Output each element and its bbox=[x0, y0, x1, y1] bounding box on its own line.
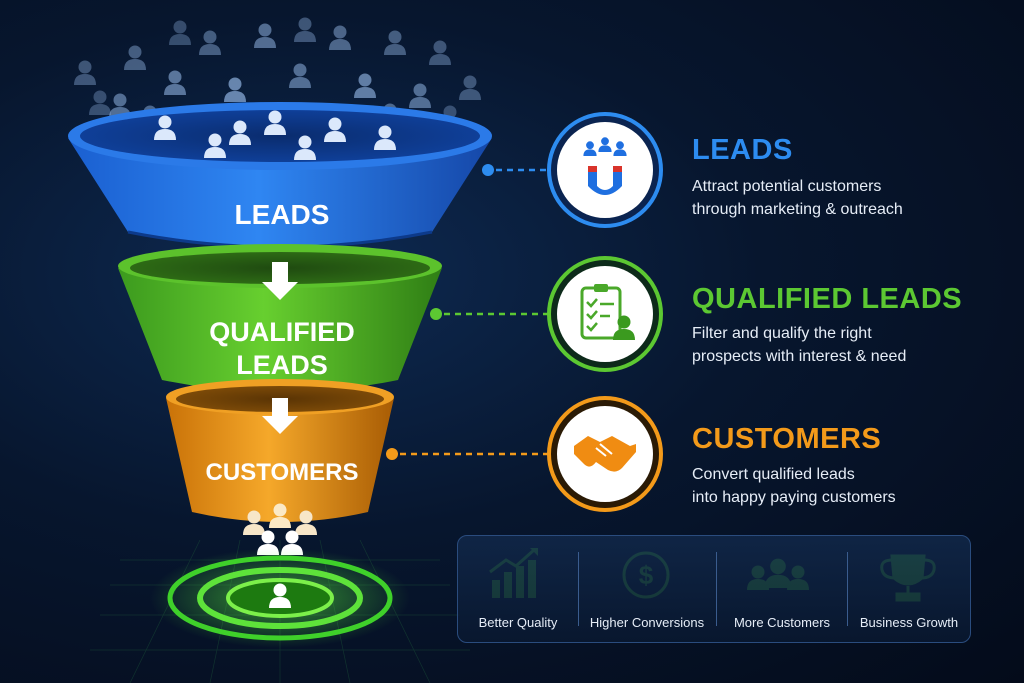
benefit-higher-conversions: Higher Conversions bbox=[579, 536, 715, 642]
benefit-label-quality: Better Quality bbox=[478, 615, 558, 630]
benefit-better-quality: Better Quality bbox=[458, 536, 578, 642]
step-icon-qualified bbox=[547, 256, 663, 372]
person-icon bbox=[429, 40, 451, 65]
connector-customers bbox=[386, 448, 550, 460]
funnel-stage-customers bbox=[166, 379, 394, 522]
step-desc-qualified-line1: Filter and qualify the right bbox=[692, 325, 872, 342]
handshake-icon bbox=[574, 436, 636, 472]
benefit-divider bbox=[716, 552, 717, 626]
person-icon bbox=[169, 20, 191, 45]
person-icon bbox=[199, 30, 221, 55]
step-desc-customers: Convert qualified leads into happy payin… bbox=[692, 463, 992, 509]
person-icon bbox=[89, 90, 111, 115]
step-title-leads: LEADS bbox=[692, 134, 793, 166]
benefit-business-growth: Business Growth bbox=[848, 536, 970, 642]
person-icon bbox=[329, 25, 351, 50]
benefit-label-customers: More Customers bbox=[733, 615, 831, 630]
benefit-divider bbox=[847, 552, 848, 626]
person-icon bbox=[384, 30, 406, 55]
step-desc-qualified-line2: prospects with interest & need bbox=[692, 348, 907, 365]
step-desc-leads: Attract potential customers through mark… bbox=[692, 175, 992, 221]
person-icon bbox=[294, 17, 316, 42]
person-icon bbox=[409, 83, 431, 108]
person-icon bbox=[354, 73, 376, 98]
benefit-more-customers: More Customers bbox=[717, 536, 847, 642]
person-icon bbox=[164, 70, 186, 95]
funnel-stage-qualified bbox=[118, 244, 442, 392]
stage-label-customers: CUSTOMERS bbox=[206, 459, 359, 486]
step-icon-leads bbox=[547, 112, 663, 228]
target-glow-icon bbox=[150, 548, 410, 648]
step-desc-leads-line2: through marketing & outreach bbox=[692, 201, 903, 218]
benefit-label-growth: Business Growth bbox=[859, 615, 959, 630]
person-icon bbox=[224, 77, 246, 102]
stage-label-qualified-line1: QUALIFIED bbox=[209, 317, 355, 347]
stage-label-leads: LEADS bbox=[235, 199, 330, 230]
step-desc-qualified: Filter and qualify the right prospects w… bbox=[692, 322, 992, 368]
person-icon bbox=[124, 45, 146, 70]
benefits-panel: Better Quality Higher Conversions More C… bbox=[457, 535, 971, 643]
benefit-divider bbox=[578, 552, 579, 626]
person-icon bbox=[74, 60, 96, 85]
person-icon bbox=[254, 23, 276, 48]
benefit-label-conversions: Higher Conversions bbox=[589, 615, 705, 630]
clipboard-checklist-icon bbox=[580, 284, 635, 340]
step-desc-customers-line1: Convert qualified leads bbox=[692, 466, 855, 483]
step-desc-leads-line1: Attract potential customers bbox=[692, 178, 882, 195]
step-title-customers: CUSTOMERS bbox=[692, 423, 882, 455]
step-desc-customers-line2: into happy paying customers bbox=[692, 489, 896, 506]
step-title-qualified: QUALIFIED LEADS bbox=[692, 283, 963, 315]
connector-qualified bbox=[430, 308, 550, 320]
step-icon-customers bbox=[547, 396, 663, 512]
magnet-people-icon bbox=[583, 137, 627, 195]
stage-label-qualified-line2: LEADS bbox=[236, 350, 328, 380]
down-arrow-overlay-icon bbox=[262, 262, 298, 300]
person-icon bbox=[289, 63, 311, 88]
person-icon bbox=[459, 75, 481, 100]
down-arrow-icon-2 bbox=[262, 398, 298, 434]
connector-leads bbox=[482, 164, 550, 176]
